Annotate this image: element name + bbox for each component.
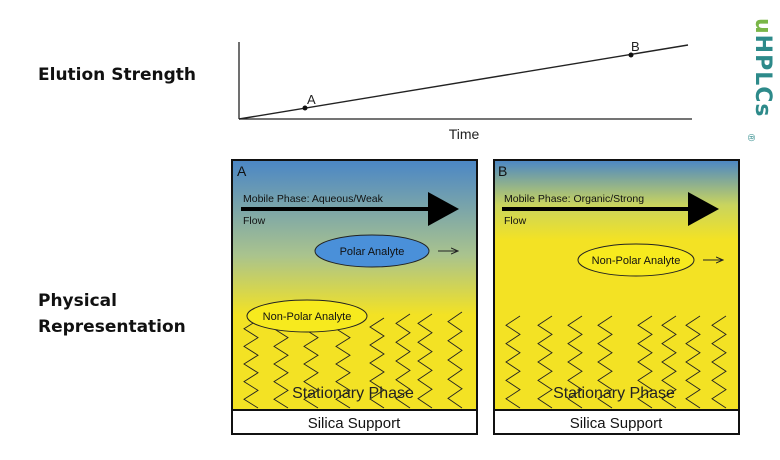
physical-label-line1: Physical [38,291,117,311]
panel-a-nonpolar-label: Non-Polar Analyte [263,311,352,323]
x-axis-label: Time [449,126,480,142]
elution-strength-label: Elution Strength [38,65,196,85]
logo-text: uHPLCs [750,18,775,117]
panel-b-stationary-phase-label: Stationary Phase [553,385,675,402]
alkyl-chain [395,313,411,409]
panel-a-silica-label: Silica Support [308,415,401,432]
alkyl-chain [447,311,463,409]
alkyl-chain [597,315,613,409]
alkyl-chain [685,315,701,409]
polar-analyte-label: Polar Analyte [340,246,405,258]
panel-a-flow-arrow-head [428,192,459,226]
logo-hplcs: HPLCs [750,34,775,118]
alkyl-chain [417,313,433,409]
panel-b-silica-box [493,409,740,435]
alkyl-chain [369,317,385,409]
elution-gradient-line [238,44,689,120]
panel-a-stationary-phase-label: Stationary Phase [292,385,414,402]
panel-b-flow-label: Flow [504,215,527,227]
panel-a-letter: A [237,163,247,179]
alkyl-chain [711,315,727,409]
panel-b-flow-arrow-head [688,192,719,226]
logo-registered-mark: ® [745,133,757,142]
point-b-marker [628,52,634,58]
alkyl-chain [567,315,583,409]
panel-b-mobile-phase: Mobile Phase: Organic/Strong [504,193,644,205]
point-a-label: A [307,92,316,107]
polar-analyte-ellipse [314,234,430,268]
alkyl-chain [661,315,677,409]
panel-b: B Mobile Phase: Organic/Strong Flow Non-… [493,159,740,435]
panel-a-mobile-phase: Mobile Phase: Aqueous/Weak [243,193,384,205]
panel-b-silica-label: Silica Support [570,415,663,432]
panel-a-silica-box [231,409,478,435]
panel-b-nonpolar-ellipse [577,243,695,277]
logo-u: u [750,18,775,35]
panel-b-letter: B [498,163,507,179]
uhplcs-logo: uHPLCs ® [735,18,775,148]
alkyl-chain [537,315,553,409]
panel-a: A Mobile Phase: Aqueous/Weak Flow Polar … [231,159,478,435]
point-b-label: B [631,39,640,54]
alkyl-chain [243,319,259,409]
alkyl-chain [273,319,289,409]
panel-b-nonpolar-label: Non-Polar Analyte [592,255,681,267]
alkyl-chain [505,315,521,409]
alkyl-chain [637,315,653,409]
alkyl-chain [335,319,351,409]
panel-a-nonpolar-ellipse [246,299,368,333]
point-a-marker [302,105,308,111]
panel-a-stationary-chains [243,311,463,409]
panel-b-stationary-chains [505,315,727,409]
panel-a-flow-label: Flow [243,215,266,227]
physical-label-line2: Representation [38,317,186,337]
elution-graph: A B Time [238,39,692,142]
physical-representation-label: Physical Representation [38,288,218,340]
alkyl-chain [303,319,319,409]
